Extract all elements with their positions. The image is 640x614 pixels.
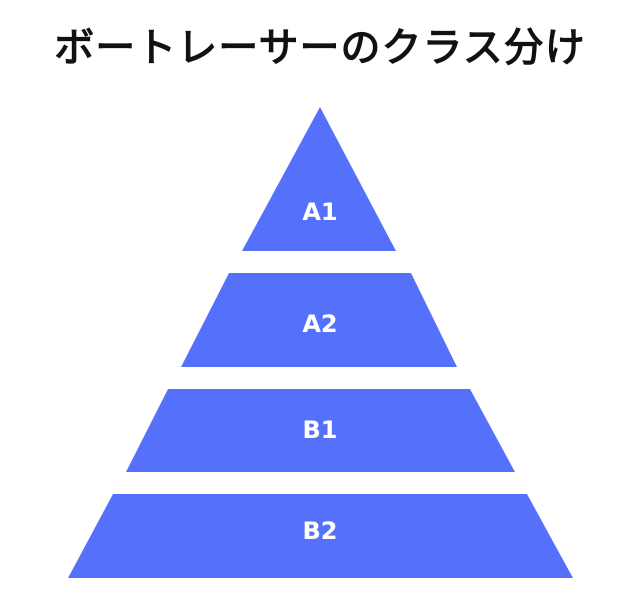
tier-label-a1: A1 <box>302 198 337 226</box>
tier-label-b2: B2 <box>303 517 338 545</box>
tier-shape-a1 <box>242 107 396 251</box>
tier-shape-b1 <box>126 389 515 472</box>
tier-label-b1: B1 <box>303 416 338 444</box>
tier-shape-b2 <box>68 494 573 578</box>
page-title: ボートレーサーのクラス分け <box>54 25 586 71</box>
tier-label-a2: A2 <box>302 310 337 338</box>
tier-shape-a2 <box>181 273 457 367</box>
